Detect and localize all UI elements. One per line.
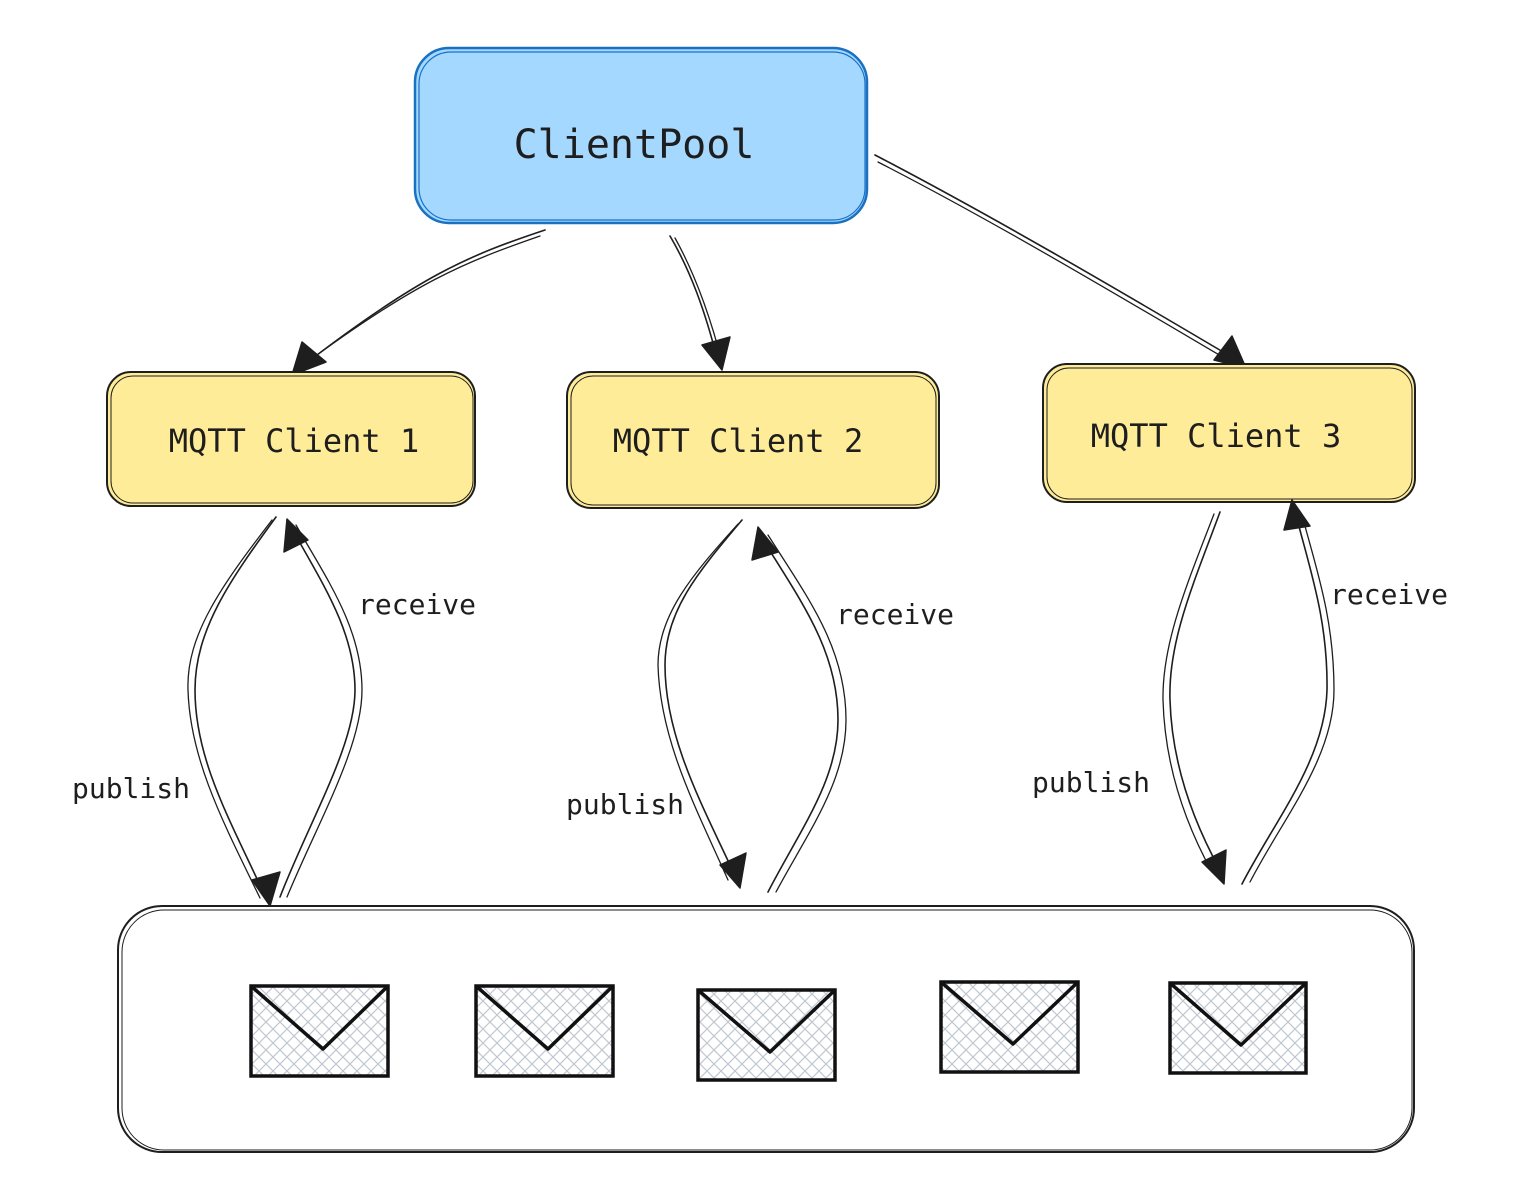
client-2-receive-label: receive	[836, 598, 954, 631]
pool-to-client-3-arrow	[874, 154, 1241, 363]
client-1-publish-arrow	[194, 516, 277, 899]
envelope-icon	[939, 980, 1080, 1074]
client-3-flows: receive publish	[1032, 499, 1448, 885]
mqtt-client-3-box	[1042, 363, 1416, 503]
client-3-publish-label: publish	[1032, 766, 1150, 799]
mqtt-client-2-box-sketch	[570, 375, 937, 506]
mqtt-client-2-node: MQTT Client 2	[566, 371, 940, 509]
client-3-receive-arrow	[1241, 514, 1328, 885]
mqtt-client-3-box-sketch	[1046, 367, 1413, 500]
client-3-publish-arrow	[1169, 511, 1221, 871]
client-pool-box-sketch	[418, 51, 866, 221]
mqtt-client-1-label: MQTT Client 1	[169, 422, 419, 460]
pool-to-client-1-arrowhead	[291, 341, 327, 376]
mqtt-client-3-node: MQTT Client 3	[1042, 363, 1416, 503]
envelope-icon	[1168, 981, 1308, 1075]
envelope-icon	[249, 984, 390, 1078]
mqtt-client-2-label: MQTT Client 2	[613, 422, 863, 460]
client-2-publish-arrowhead	[719, 852, 747, 889]
client-2-publish-arrow	[664, 519, 743, 879]
envelope-icon	[696, 988, 837, 1082]
client-2-flows: receive publish	[566, 519, 954, 893]
envelope-icon	[474, 984, 615, 1078]
pool-to-client-2-arrowhead	[701, 336, 731, 371]
client-2-publish-label: publish	[566, 788, 684, 821]
client-pool-box	[413, 46, 869, 225]
client-1-publish-arrowhead	[251, 871, 281, 907]
client-1-receive-arrowhead	[283, 518, 309, 553]
mqtt-client-1-node: MQTT Client 1	[106, 371, 476, 507]
mqtt-client-2-box	[566, 371, 940, 509]
client-1-publish-label: publish	[72, 772, 190, 805]
client-1-receive-arrow	[279, 524, 356, 898]
mqtt-client-3-label: MQTT Client 3	[1091, 417, 1341, 455]
mqtt-client-1-box	[106, 371, 476, 507]
client-pool-node: ClientPool	[413, 46, 869, 225]
client-3-receive-arrowhead	[1283, 499, 1311, 531]
client-pool-label: ClientPool	[514, 122, 755, 168]
message-queue	[117, 905, 1415, 1153]
client-1-receive-label: receive	[358, 588, 476, 621]
client-2-receive-arrowhead	[751, 526, 779, 561]
pool-to-client-1-arrow	[299, 229, 546, 369]
pool-to-client-edges	[291, 154, 1247, 376]
client-3-receive-label: receive	[1330, 578, 1448, 611]
message-queue-box-sketch	[121, 909, 1413, 1151]
client-3-publish-arrowhead	[1201, 849, 1227, 885]
client-1-flows: receive publish	[72, 516, 476, 907]
client-2-receive-arrow	[759, 534, 839, 893]
mqtt-client-1-box-sketch	[110, 375, 474, 504]
